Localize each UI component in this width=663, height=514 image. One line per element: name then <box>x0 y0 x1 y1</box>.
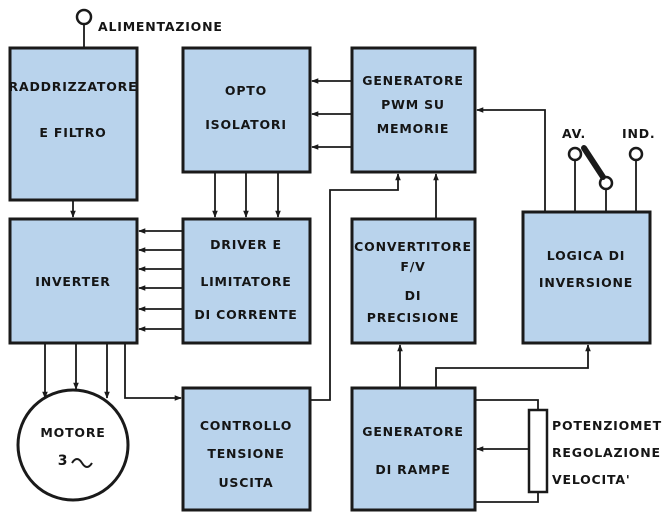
motor-circle <box>16 388 130 502</box>
wire-logica-pwm <box>476 107 546 212</box>
block-driver-line2: LIMITATORE <box>200 274 291 289</box>
motor: MOTORE 3 <box>16 388 130 502</box>
switch-terminal-av <box>567 146 583 162</box>
block-convertitore: CONVERTITORE F/V DI PRECISIONE <box>350 217 477 345</box>
block-inverter-box <box>8 217 139 345</box>
switch-terminal-ind <box>628 146 644 162</box>
block-generatore-rampe: GENERATORE DI RAMPE <box>350 386 477 512</box>
block-controllo-line3: USCITA <box>218 475 273 490</box>
supply-label: ALIMENTAZIONE <box>98 19 223 34</box>
motor-line1: MOTORE <box>40 425 105 440</box>
pot-wire-top <box>475 399 539 410</box>
block-controllo-line1: CONTROLLO <box>200 418 292 433</box>
block-raddrizzatore-box <box>8 46 139 202</box>
block-logica-line1: LOGICA DI <box>547 248 625 263</box>
block-driver-line1: DRIVER E <box>210 237 282 252</box>
block-opto-isolatori: OPTO ISOLATORI <box>181 46 312 174</box>
block-convertitore-line3: DI <box>405 288 422 303</box>
switch-lever <box>581 145 606 180</box>
block-rampe-box <box>350 386 477 512</box>
block-inverter-line1: INVERTER <box>35 274 110 289</box>
potentiometer-body <box>527 408 549 494</box>
block-driver-line3: DI CORRENTE <box>194 307 297 322</box>
block-inverter: INVERTER <box>8 217 139 345</box>
connections <box>42 78 591 452</box>
pot-line2: REGOLAZIONE <box>552 445 661 460</box>
block-controllo-line2: TENSIONE <box>207 446 284 461</box>
block-controllo-box <box>181 386 312 512</box>
block-rampe-line1: GENERATORE <box>362 424 463 439</box>
block-generatore-pwm: GENERATORE PWM SU MEMORIE <box>350 46 477 174</box>
block-raddrizzatore-line2: E FILTRO <box>39 125 106 140</box>
potentiometer <box>475 399 549 503</box>
block-raddrizzatore-line1: RADDRIZZATORE <box>9 79 138 94</box>
block-opto-line2: ISOLATORI <box>205 117 287 132</box>
ac-wave-icon <box>71 458 93 468</box>
pot-line1: POTENZIOMETRO <box>552 418 663 433</box>
wire-rampe-logica <box>435 344 591 388</box>
motor-line2: 3 <box>58 453 69 469</box>
wire-controllo-pwm <box>310 173 401 401</box>
pot-line3: VELOCITA' <box>552 472 630 487</box>
wire-inverter-controllo <box>124 343 182 401</box>
switch-av-label: AV. <box>562 126 586 141</box>
block-convertitore-box <box>350 217 477 345</box>
block-pwm-line3: MEMORIE <box>377 121 449 136</box>
block-pwm-box <box>350 46 477 174</box>
block-logica-box <box>521 210 652 345</box>
block-logica-line2: INVERSIONE <box>539 275 633 290</box>
pot-wire-bottom <box>475 492 539 503</box>
supply-terminal <box>75 8 93 48</box>
block-controllo-tensione: CONTROLLO TENSIONE USCITA <box>181 386 312 512</box>
block-pwm-line1: GENERATORE <box>362 73 463 88</box>
block-rampe-line2: DI RAMPE <box>375 462 450 477</box>
block-pwm-line2: PWM SU <box>381 97 445 112</box>
block-convertitore-line1: CONVERTITORE <box>354 239 472 254</box>
block-convertitore-line4: PRECISIONE <box>367 310 459 325</box>
block-opto-line1: OPTO <box>225 83 267 98</box>
block-convertitore-line2: F/V <box>400 259 425 274</box>
block-opto-box <box>181 46 312 174</box>
direction-switch <box>567 145 644 212</box>
block-driver: DRIVER E LIMITATORE DI CORRENTE <box>181 217 312 345</box>
block-logica-inversione: LOGICA DI INVERSIONE <box>521 210 652 345</box>
block-raddrizzatore: RADDRIZZATORE E FILTRO <box>8 46 139 202</box>
block-driver-box <box>181 217 312 345</box>
switch-ind-label: IND. <box>622 126 655 141</box>
